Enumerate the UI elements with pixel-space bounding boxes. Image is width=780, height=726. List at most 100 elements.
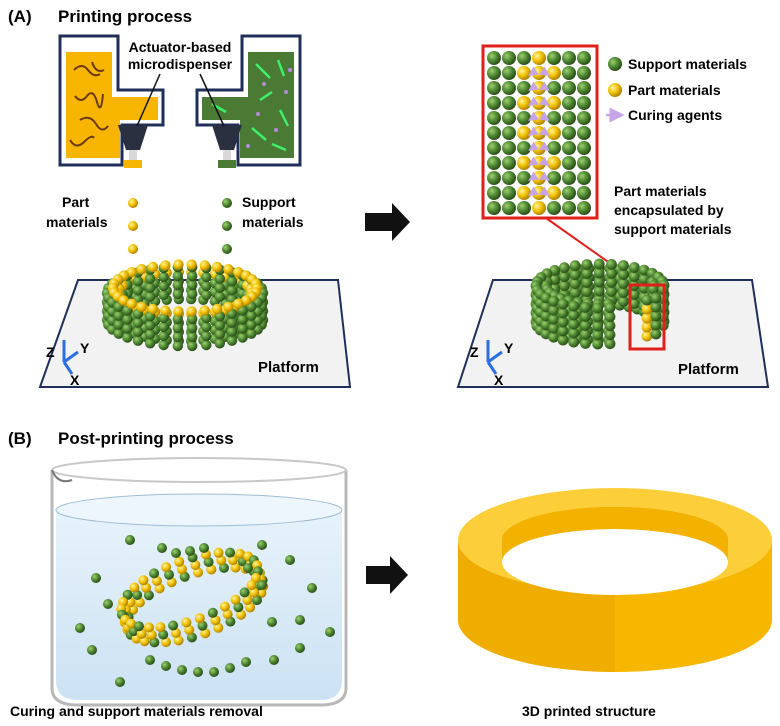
support-sphere [581, 277, 593, 288]
inset-support-sphere [577, 111, 591, 125]
support-sphere [580, 320, 591, 331]
support-sphere [650, 328, 662, 340]
loose-support-sphere [295, 643, 305, 653]
inset-part-sphere [532, 156, 546, 170]
part-sphere [136, 301, 147, 312]
dispenser-pointer-right [199, 73, 225, 127]
support-sphere [629, 262, 640, 273]
inset-support-sphere [562, 66, 576, 80]
part-sphere [233, 298, 244, 309]
curing-agent-arrow [539, 81, 550, 91]
support-sphere [650, 292, 662, 304]
ring-sphere [122, 589, 133, 600]
curing-agent-arrow [539, 96, 550, 106]
ring-sphere [138, 575, 149, 586]
part-sphere [160, 260, 171, 271]
loose-support-sphere [269, 655, 279, 665]
outer-sphere [201, 271, 212, 283]
ring-sphere [164, 569, 174, 580]
loose-support-sphere [257, 580, 267, 590]
outer-sphere [172, 313, 183, 325]
inset-part-sphere [517, 96, 531, 110]
ring-sphere [143, 590, 154, 601]
ring-sphere [213, 547, 224, 558]
inset-support-sphere [577, 201, 591, 215]
support-sphere [638, 273, 650, 285]
dispenser-pointer-left [136, 73, 161, 127]
support-sphere [548, 304, 560, 316]
support-sphere [568, 327, 580, 339]
ring-sphere [193, 567, 204, 578]
support-sphere [606, 277, 617, 288]
ring-sphere [206, 564, 217, 575]
curing-agent-arrow [528, 111, 539, 121]
support-sphere [580, 302, 591, 313]
outer-sphere [172, 279, 183, 291]
part-sphere [641, 303, 653, 315]
inset-support-sphere [547, 51, 561, 65]
ring-sphere [154, 583, 165, 594]
curing-agent-arrow [539, 126, 550, 136]
inset-part-sphere [547, 126, 561, 140]
outer-sphere [172, 288, 183, 300]
part-sphere [233, 267, 244, 278]
support-sphere [604, 302, 616, 314]
support-sphere [548, 322, 560, 334]
support-sphere [569, 278, 581, 290]
inset-support-sphere [487, 126, 501, 140]
inset-support-sphere [517, 81, 531, 95]
outer-sphere [214, 273, 225, 284]
support-sphere [593, 258, 605, 270]
curing-agent-arrow [528, 126, 539, 136]
outer-sphere [201, 339, 212, 351]
curing-agent-arrow [528, 66, 539, 76]
inset-support-sphere [487, 156, 501, 170]
inset-support-sphere [562, 111, 576, 125]
ring-sphere [194, 613, 205, 624]
ring-sphere [242, 595, 253, 605]
support-sphere [568, 309, 580, 321]
zoom-highlight-box [628, 283, 666, 351]
support-sphere [604, 311, 616, 323]
part-sphere [241, 295, 252, 306]
support-sphere [580, 329, 591, 340]
support-sphere [557, 334, 569, 346]
support-sphere [592, 311, 604, 323]
loose-support-sphere [193, 667, 203, 677]
outer-sphere [214, 338, 225, 349]
inset-support-sphere [517, 51, 531, 65]
ring-sphere [235, 548, 245, 559]
loose-support-sphere [87, 645, 97, 655]
outer-sphere [113, 319, 124, 330]
outer-sphere [132, 276, 144, 287]
outer-sphere [226, 285, 238, 296]
outer-sphere [187, 288, 198, 300]
support-sphere [569, 269, 581, 281]
part-sphere [641, 330, 653, 342]
beaker-particles [75, 535, 335, 687]
outer-sphere [113, 328, 124, 339]
loose-support-sphere [241, 657, 251, 667]
ring-sphere [186, 632, 197, 643]
inset-part-sphere [547, 186, 561, 200]
inset-part-sphere [517, 186, 531, 200]
ring-sphere [236, 609, 247, 620]
ring-sphere [141, 582, 152, 593]
outer-sphere [113, 310, 124, 321]
part-sphere [147, 261, 159, 273]
legend-curing: Curing agents [628, 107, 722, 123]
ring-sphere [174, 556, 185, 567]
loose-support-sphere [115, 677, 125, 687]
part-sphere [136, 264, 147, 275]
beaker [50, 457, 348, 707]
inset-support-sphere [487, 96, 501, 110]
curing-agent-arrow [539, 66, 550, 76]
ring-sphere [155, 622, 166, 633]
legend-support: Support materials [628, 56, 747, 72]
outer-sphere [214, 329, 225, 340]
support-sphere [592, 302, 604, 314]
outer-sphere [132, 326, 144, 337]
arrow-b [366, 556, 408, 594]
outer-sphere [132, 335, 144, 346]
